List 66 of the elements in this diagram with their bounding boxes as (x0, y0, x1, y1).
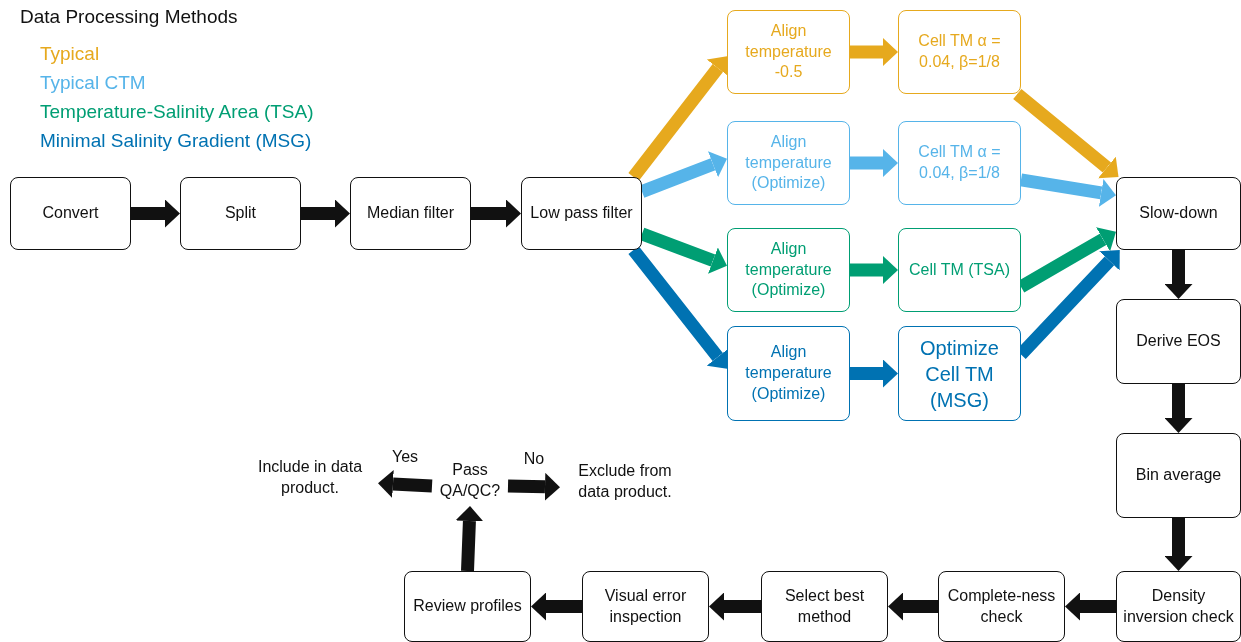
process-box (727, 228, 850, 312)
arrow (850, 359, 898, 388)
arrow (1019, 173, 1118, 207)
node-text: Visual error inspection (603, 585, 688, 627)
node-text: Median filter (366, 203, 455, 224)
process-box (1116, 177, 1241, 250)
process-box (898, 10, 1021, 94)
process-box (898, 228, 1021, 312)
arrow (507, 472, 561, 501)
process-box (761, 571, 888, 642)
process-box (1116, 299, 1241, 384)
arrow (1065, 592, 1116, 621)
process-box (727, 326, 850, 421)
arrow (1164, 250, 1193, 299)
legend-entry: Minimal Salinity Gradient (MSG) (40, 129, 313, 152)
legend-entry: Typical (40, 42, 101, 65)
process-box (1116, 433, 1241, 518)
node-text: Pass QA/QC? (438, 460, 502, 501)
diagram-title: Data Processing Methods (20, 6, 238, 28)
node-text: Align temperature (Optimize) (744, 342, 833, 404)
process-box (1116, 571, 1241, 642)
node-text: Align temperature -0.5 (744, 20, 833, 83)
arrow (131, 199, 180, 228)
process-box (727, 10, 850, 94)
legend-entry: Typical CTM (40, 71, 147, 94)
node-text: Align temperature (Optimize) (744, 131, 833, 194)
node-text: Split (224, 203, 257, 224)
node-text: Cell TM α = 0.04, β=1/8 (917, 142, 1002, 183)
node-text: Include in data product. (256, 457, 364, 498)
arrow (850, 149, 898, 177)
process-box (180, 177, 301, 250)
node-text: Convert (42, 203, 99, 224)
node-text: Slow-down (1139, 203, 1218, 224)
node-text: Align temperature (Optimize) (744, 238, 833, 301)
node-text: Bin average (1135, 465, 1222, 486)
node-text: Select best method (783, 585, 866, 627)
node-text: Density inversion check (1122, 585, 1235, 627)
node-text: Optimize Cell TM (MSG) (919, 335, 1000, 413)
arrow (850, 38, 898, 66)
process-box (938, 571, 1065, 642)
arrow (1164, 518, 1193, 571)
node-text: Exclude from data product. (577, 461, 673, 502)
arrow (377, 470, 433, 498)
process-box (582, 571, 709, 642)
node-text: Cell TM (TSA) (908, 259, 1010, 280)
arrow (455, 505, 484, 572)
node-text: Low pass filter (530, 203, 633, 224)
arrow (850, 256, 898, 284)
process-box (404, 571, 531, 642)
process-box (521, 177, 642, 250)
arrow (888, 592, 938, 621)
process-box (350, 177, 471, 250)
node-text: Complete-ness check (946, 585, 1057, 627)
arrow (301, 199, 350, 228)
legend-entry: Temperature-Salinity Area (TSA) (40, 100, 314, 123)
node-text: Derive EOS (1136, 331, 1221, 352)
process-box (10, 177, 131, 250)
process-box (727, 121, 850, 205)
node-text: Review profiles (413, 596, 522, 617)
process-box (898, 326, 1021, 421)
node-text: Cell TM α = 0.04, β=1/8 (917, 31, 1002, 72)
arrow (1164, 384, 1193, 433)
process-box (898, 121, 1021, 205)
arrow (531, 592, 582, 621)
arrow (471, 199, 521, 228)
arrow (709, 592, 761, 621)
